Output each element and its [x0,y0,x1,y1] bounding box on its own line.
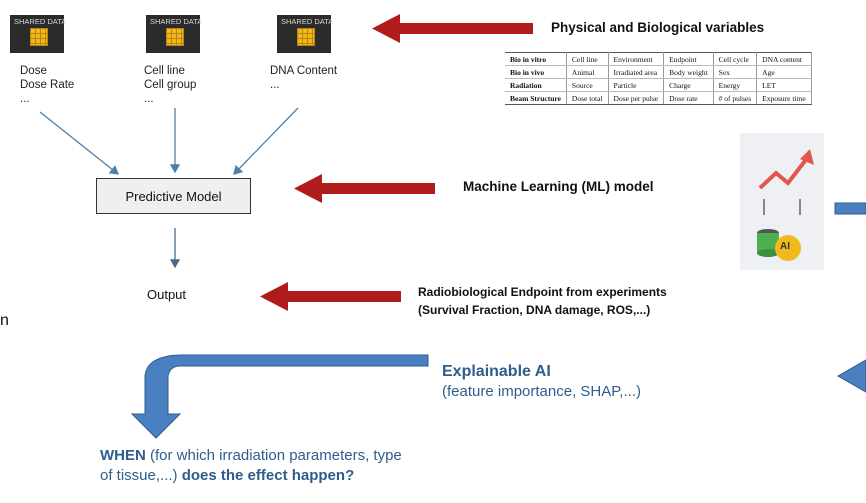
source-line: ... [270,79,280,91]
explainable-ai-title: Explainable AI [442,363,551,380]
arrow-dose-to-model [39,111,120,175]
output-label: Output [147,287,187,302]
shared-data-caption: SHARED DATA [150,17,203,26]
blue-arrow-explainable [130,354,429,439]
shared-data-icon-2: SHARED DATA [146,15,203,53]
ml-chart-icon [757,149,814,261]
shared-data-icon-1: SHARED DATA [10,15,67,53]
variables-cell: Sex [713,65,758,79]
variables-cell: Energy [713,78,758,92]
source-line: DNA Content [270,65,338,77]
when-keyword: WHEN [100,447,146,464]
conclusion-text: WHEN (for which irradiation parameters, … [100,446,402,486]
source-dna: DNA Content ... [270,64,337,92]
conclusion-middle-2: of tissue,...) [100,467,182,484]
variables-cell: Irradiated area [608,65,665,79]
shared-data-icon-3: SHARED DATA [277,15,334,53]
variables-cell: Animal [566,65,609,79]
source-line: ... [20,93,30,105]
variables-cell: Cell line [566,52,609,66]
source-cell: Cell line Cell group ... [144,64,196,106]
database-grid-icon [297,28,315,46]
variables-cell: # of pulses [713,91,758,105]
conclusion-end: does the effect happen? [181,467,355,484]
database-grid-icon [166,28,184,46]
predictive-model-box: Predictive Model [96,178,251,214]
variables-cell: Dose total [566,91,609,105]
variables-cell: Environment [608,52,665,66]
source-dose: Dose Dose Rate ... [20,64,74,106]
edge-fragment-text: n [0,312,9,329]
shared-data-caption: SHARED DATA [14,17,67,26]
variables-cell: Body weight [663,65,714,79]
variables-row-header: Beam Structure [505,91,567,105]
ml-ai-icon: AI [740,133,824,270]
red-arrow-ml [294,174,435,203]
source-line: Dose Rate [20,79,75,91]
variables-row-header: Bio in vivo [505,65,567,79]
variables-cell: LET [756,78,812,92]
variables-cell: Age [756,65,812,79]
source-line: Cell line [144,65,185,77]
blue-arrow-edge-top [834,202,866,215]
database-grid-icon [30,28,48,46]
endpoint-line-1: Radiobiological Endpoint from experiment… [418,285,667,299]
variables-row-header: Radiation [505,78,567,92]
variables-cell: Endpoint [663,52,714,66]
endpoint-label: Radiobiological Endpoint from experiment… [418,283,667,319]
source-line: Cell group [144,79,197,91]
endpoint-line-2: (Survival Fraction, DNA damage, ROS,...) [418,303,651,317]
variables-cell: Cell cycle [713,52,758,66]
variables-cell: Dose per pulse [608,91,665,105]
ai-badge-text: AI [780,241,790,252]
variables-cell: Exposure time [756,91,812,105]
variables-cell: Charge [663,78,714,92]
blue-arrow-edge-bottom [836,359,866,393]
ml-model-label: Machine Learning (ML) model [463,179,654,194]
variables-cell: DNA content [756,52,812,66]
shared-data-caption: SHARED DATA [281,17,334,26]
variables-cell: Particle [608,78,665,92]
source-line: ... [144,93,154,105]
conclusion-middle-1: (for which irradiation parameters, type [145,447,402,464]
physical-variables-title: Physical and Biological variables [551,20,765,35]
variables-cell: Source [566,78,609,92]
red-arrow-physical [372,14,533,43]
explainable-ai-subtitle: (feature importance, SHAP,...) [442,383,641,400]
variables-cell: Dose rate [663,91,714,105]
arrow-dna-to-model [233,107,299,175]
variables-row-header: Bio in vitro [505,52,567,66]
red-arrow-endpoint [260,282,401,311]
source-line: Dose [20,65,47,77]
